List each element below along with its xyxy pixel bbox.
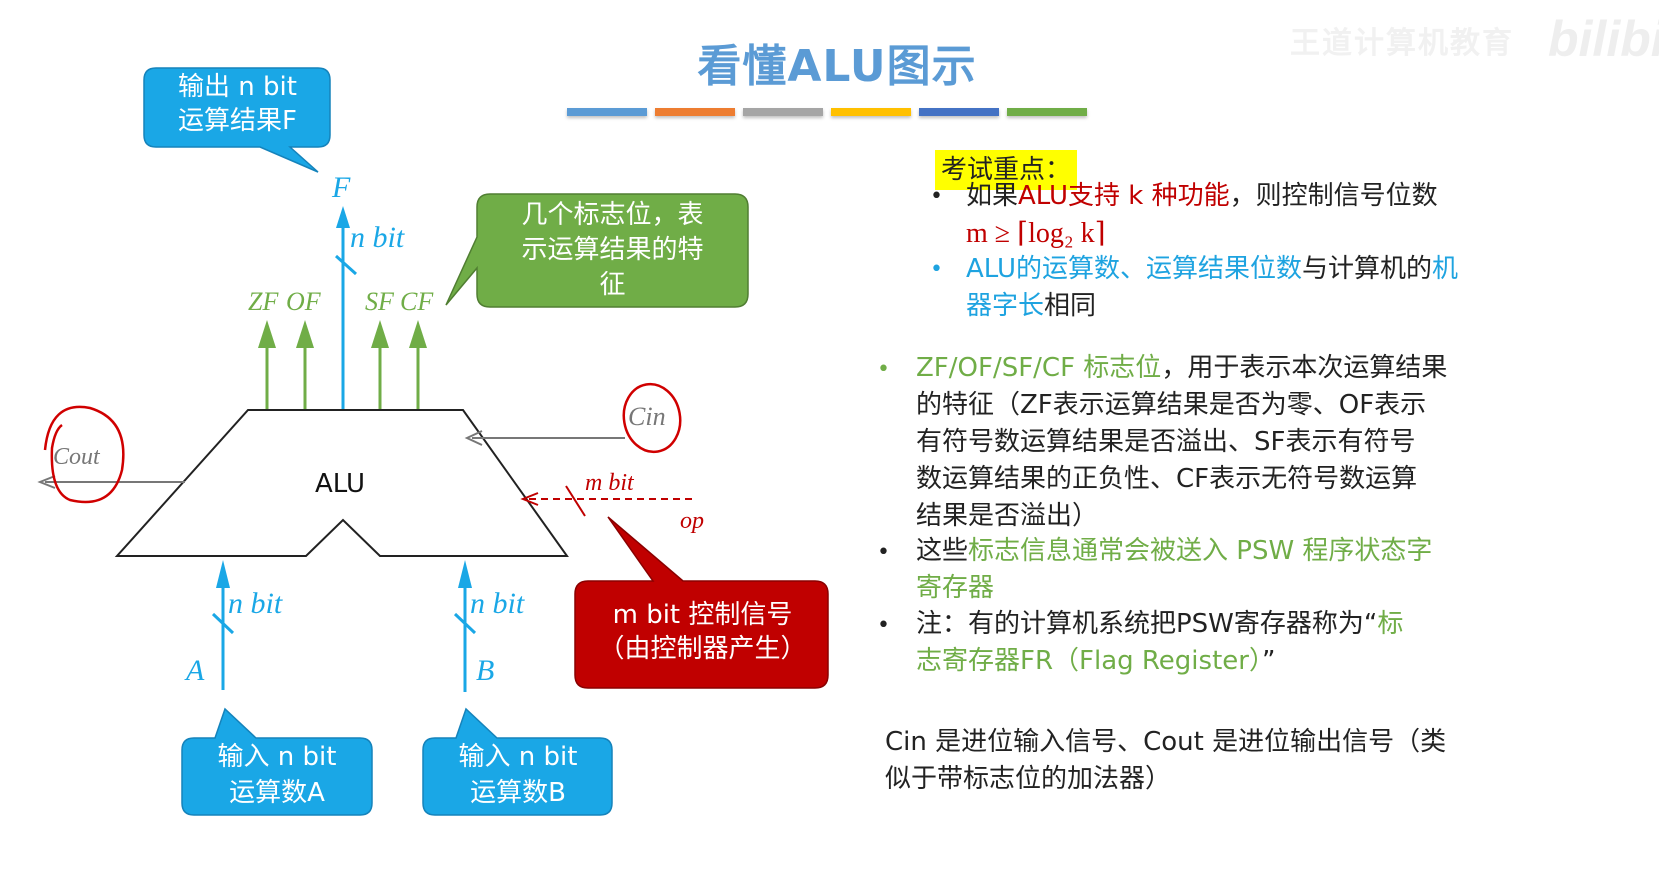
input-b-callout-line: 输入 n bit (458, 742, 578, 772)
bullet-icon: • (877, 540, 890, 565)
output-callout (143, 67, 331, 173)
input-b-width-label: n bit (470, 587, 525, 620)
input-b-arrow (453, 560, 477, 692)
note-text: 数运算结果的正负性、CF表示无符号数运算 (916, 464, 1418, 494)
flag-sf-arrow (371, 320, 389, 410)
control-callout-line: （由控制器产生） (598, 634, 807, 665)
note-text: 相同 (1044, 291, 1097, 321)
color-bar (743, 108, 823, 116)
output-bus-slash (334, 254, 358, 276)
note-text: ，则控制信号位数 (1229, 181, 1438, 211)
note-text: ” (1261, 646, 1276, 676)
watermark-text: 王道计算机教育 (1290, 26, 1514, 61)
note-highlight: 机 (1432, 254, 1459, 284)
control-arrow (520, 485, 692, 517)
note-highlight: ALU的运算数、运算结果位数 (966, 254, 1303, 284)
flags-callout-text: 几个标志位，表 示运算结果的特 征 (480, 198, 745, 303)
control-width-label: m bit (585, 470, 635, 496)
input-b-callout (422, 707, 613, 816)
output-callout-line: 输出 n bit (178, 72, 297, 102)
note-word-length: ALU的运算数、运算结果位数与计算机的机 器字长相同 (966, 251, 1458, 325)
note-text: ，用于表示本次运算结果 (1161, 353, 1448, 383)
note-highlight: 志寄存器FR（Flag Register） (916, 646, 1262, 676)
note-highlight: 标 (1377, 609, 1404, 639)
flags-callout-line: 几个标志位，表 (521, 200, 704, 230)
input-a-callout-text: 输入 n bit 运算数A (184, 740, 370, 812)
input-b-callout-text: 输入 n bit 运算数B (425, 740, 611, 812)
flags-callout (445, 193, 749, 308)
note-highlight: 寄存器 (916, 573, 995, 603)
alu-label: ALU (315, 469, 365, 499)
flags-callout-line: 征 (599, 270, 626, 301)
input-a-arrow (211, 560, 235, 690)
cout-label: Cout (53, 444, 101, 470)
color-bar (919, 108, 999, 116)
color-bar (831, 108, 911, 116)
flags-callout-line: 示运算结果的特 (521, 235, 704, 266)
cin-label: Cin (628, 402, 666, 431)
flag-cf-arrow (409, 320, 427, 410)
alu-diagram: F n bit ZF OF SF CF ALU Cin Cout (37, 67, 829, 816)
control-callout-line: m bit 控制信号 (612, 600, 793, 630)
cout-annotation-circle (43, 405, 125, 504)
input-a-label: A (184, 654, 205, 687)
input-b-label: B (476, 654, 494, 687)
alu-shape (114, 409, 569, 557)
note-text: 如果 (966, 181, 1019, 211)
note-text: 与计算机的 (1302, 254, 1433, 284)
input-a-width-label: n bit (228, 587, 283, 620)
bullet-icon: • (930, 257, 943, 282)
flag-cf-label: CF (400, 287, 434, 316)
bullet-icon: • (930, 184, 943, 209)
control-callout (574, 516, 829, 689)
note-control-bits: 如果ALU支持 k 种功能，则控制信号位数 m ≥ ⌈log₂ k⌉ (966, 178, 1438, 252)
note-text: 注：有的计算机系统把PSW寄存器称为“ (916, 609, 1378, 639)
flag-of-label: OF (286, 287, 322, 316)
title-color-bars (567, 108, 1087, 116)
note-flag-register: 注：有的计算机系统把PSW寄存器称为“标 志寄存器FR（Flag Registe… (916, 606, 1403, 680)
output-f-label: F (331, 171, 351, 204)
note-text: 似于带标志位的加法器） (885, 764, 1172, 794)
output-callout-text: 输出 n bit 运算结果F (150, 70, 325, 139)
input-b-callout-line: 运算数B (470, 777, 566, 808)
cin-arrow (464, 430, 625, 446)
control-bits-formula: m ≥ ⌈log₂ k⌉ (966, 218, 1106, 249)
note-carry: Cin 是进位输入信号、Cout 是进位输出信号（类 似于带标志位的加法器） (885, 724, 1446, 798)
note-highlight: 器字长 (966, 291, 1045, 321)
note-flags: ZF/OF/SF/CF 标志位，用于表示本次运算结果 的特征（ZF表示运算结果是… (916, 350, 1447, 535)
note-text: 这些 (916, 536, 969, 566)
bullet-icon: • (877, 613, 890, 638)
note-highlight: 标志信息通常会被送入 PSW 程序状态字 (968, 536, 1433, 566)
note-text: 有符号数运算结果是否溢出、SF表示有符号 (916, 427, 1416, 457)
flag-zf-arrow (258, 320, 276, 410)
input-a-callout-line: 运算数A (229, 777, 325, 808)
cout-arrow (37, 475, 185, 489)
color-bar (655, 108, 735, 116)
cin-annotation-circle (622, 382, 682, 454)
color-bar (567, 108, 647, 116)
note-highlight: ZF/OF/SF/CF 标志位 (916, 353, 1162, 383)
control-op-label: op (680, 508, 704, 534)
note-highlight: ALU支持 k 种功能 (1018, 181, 1230, 211)
bilibili-logo-icon: bilibili (1548, 11, 1659, 67)
input-a-callout (181, 707, 373, 816)
slide-title: 看懂ALU图示 (697, 41, 977, 92)
exam-key-points-label: 考试重点： (935, 150, 1078, 190)
note-text: 结果是否溢出） (916, 501, 1099, 531)
control-callout-text: m bit 控制信号 （由控制器产生） (580, 598, 825, 667)
output-arrowhead (336, 206, 350, 228)
flag-zf-label: ZF (248, 287, 279, 316)
input-a-callout-line: 输入 n bit (217, 742, 337, 772)
color-bar (1007, 108, 1087, 116)
note-text: 的特征（ZF表示运算结果是否为零、OF表示 (916, 390, 1427, 420)
flag-of-arrow (296, 320, 314, 410)
output-callout-line: 运算结果F (178, 106, 297, 137)
note-text: Cin 是进位输入信号、Cout 是进位输出信号（类 (885, 727, 1447, 757)
bullet-icon: • (877, 357, 890, 382)
note-psw: 这些标志信息通常会被送入 PSW 程序状态字 寄存器 (916, 533, 1432, 607)
output-width-label: n bit (350, 221, 405, 254)
flag-sf-label: SF (365, 287, 395, 316)
